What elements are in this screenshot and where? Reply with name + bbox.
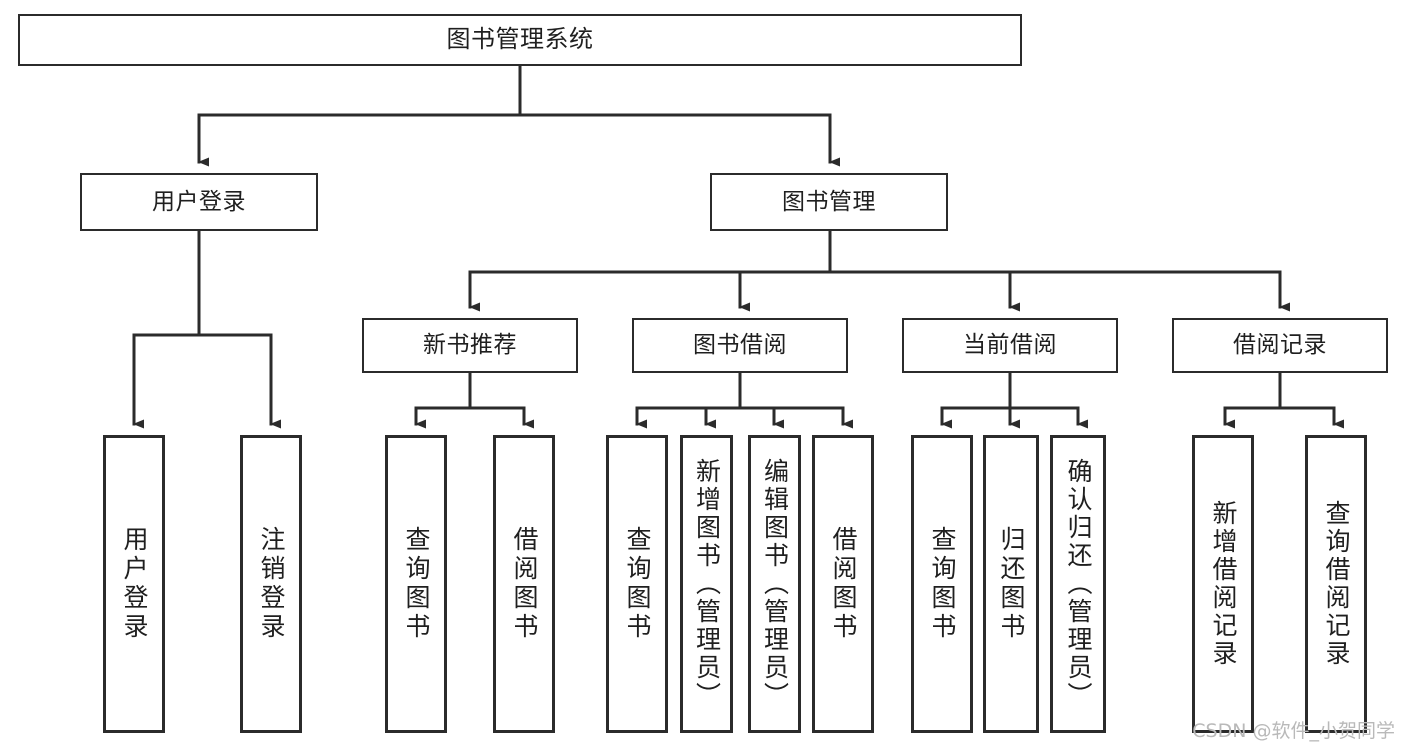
- node-label: 查询借阅记录: [1322, 500, 1351, 668]
- node-label: 确认归还（管理员）: [1064, 458, 1093, 710]
- node-label: 新增图书（管理员）: [692, 458, 722, 710]
- leaf-borrow-add-book-admin[interactable]: 新增图书（管理员）: [680, 435, 733, 733]
- node-label: 图书管理: [782, 188, 876, 215]
- leaf-user-login-signout[interactable]: 注销登录: [240, 435, 302, 733]
- node-label: 借阅图书: [829, 526, 858, 642]
- node-label: 当前借阅: [963, 332, 1057, 359]
- node-label: 查询图书: [623, 526, 652, 642]
- node-label: 查询图书: [928, 526, 957, 642]
- leaf-new-book-borrow[interactable]: 借阅图书: [493, 435, 555, 733]
- leaf-user-login-signin[interactable]: 用户登录: [103, 435, 165, 733]
- leaf-borrow-query-book[interactable]: 查询图书: [606, 435, 668, 733]
- leaf-current-return-book[interactable]: 归还图书: [983, 435, 1039, 733]
- node-label: 图书管理系统: [446, 25, 594, 54]
- node-current-borrow[interactable]: 当前借阅: [902, 318, 1118, 373]
- leaf-borrow-borrow-book[interactable]: 借阅图书: [812, 435, 874, 733]
- node-label: 借阅记录: [1233, 332, 1327, 359]
- leaf-record-query-record[interactable]: 查询借阅记录: [1305, 435, 1367, 733]
- node-book-borrow[interactable]: 图书借阅: [632, 318, 848, 373]
- node-book-management[interactable]: 图书管理: [710, 173, 948, 231]
- node-root-system[interactable]: 图书管理系统: [18, 14, 1022, 66]
- leaf-borrow-edit-book-admin[interactable]: 编辑图书（管理员）: [748, 435, 801, 733]
- node-label: 注销登录: [257, 526, 286, 642]
- node-label: 归还图书: [997, 526, 1026, 642]
- leaf-new-book-query[interactable]: 查询图书: [385, 435, 447, 733]
- node-label: 借阅图书: [510, 526, 539, 642]
- node-borrow-record[interactable]: 借阅记录: [1172, 318, 1388, 373]
- node-label: 新增借阅记录: [1209, 500, 1238, 668]
- watermark-text: CSDN @软件_小贺同学: [1192, 720, 1395, 742]
- leaf-record-add-record[interactable]: 新增借阅记录: [1192, 435, 1254, 733]
- leaf-current-confirm-return-admin[interactable]: 确认归还（管理员）: [1050, 435, 1106, 733]
- node-label: 用户登录: [120, 526, 149, 642]
- node-label: 编辑图书（管理员）: [760, 458, 790, 710]
- node-label: 新书推荐: [423, 332, 517, 359]
- node-user-login[interactable]: 用户登录: [80, 173, 318, 231]
- node-label: 查询图书: [402, 526, 431, 642]
- node-label: 图书借阅: [693, 332, 787, 359]
- leaf-current-query-book[interactable]: 查询图书: [911, 435, 973, 733]
- node-label: 用户登录: [152, 188, 246, 215]
- node-new-book-recommend[interactable]: 新书推荐: [362, 318, 578, 373]
